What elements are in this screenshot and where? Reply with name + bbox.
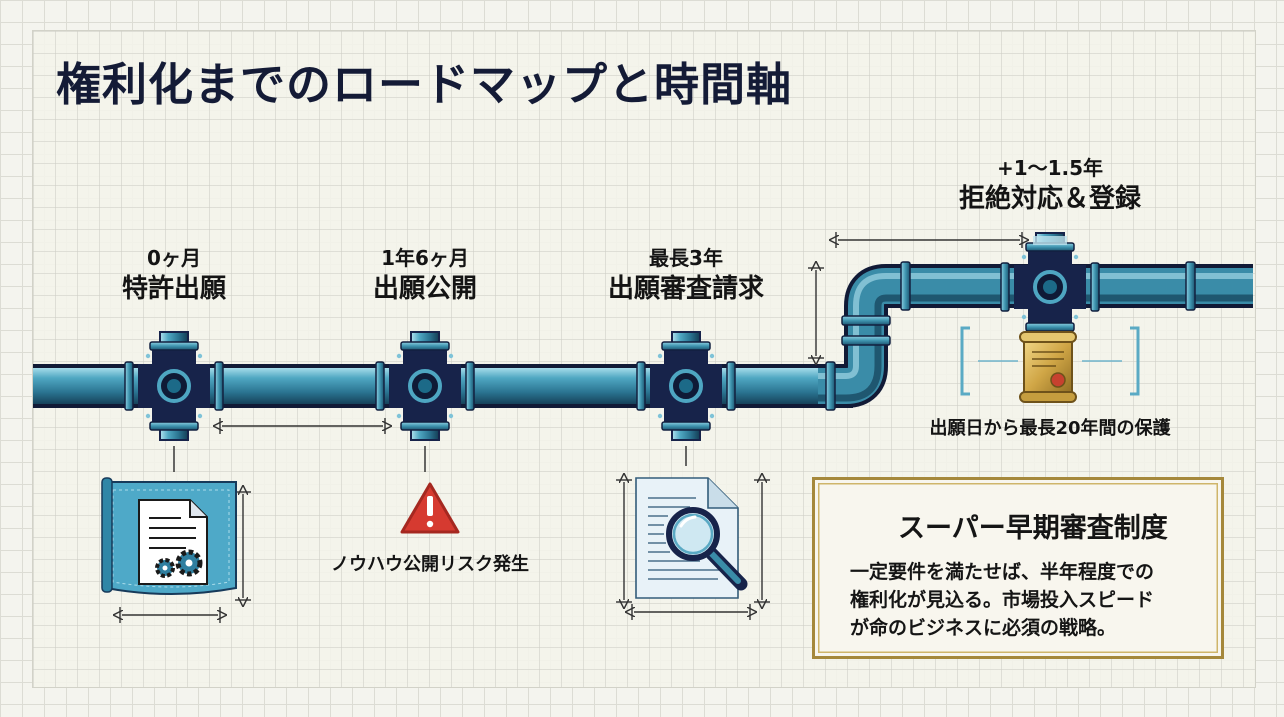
- document-gears-icon: [101, 477, 237, 595]
- milestone-examination-name: 出願審査請求: [607, 274, 764, 304]
- valve-publication: [374, 329, 476, 443]
- milestone-registration-name: 拒絶対応＆登録: [958, 184, 1141, 214]
- warning-icon: [400, 482, 460, 534]
- milestone-publication-time: 1年6ヶ月: [381, 246, 469, 270]
- express-box-line-2: 権利化が見込る。市場投入スピード: [850, 589, 1155, 611]
- milestone-filing: 0ヶ月 特許出願: [94, 244, 254, 306]
- risk-note: ノウハウ公開リスク発生: [331, 554, 529, 575]
- milestone-publication: 1年6ヶ月 出願公開: [345, 244, 505, 306]
- certificate-icon: [1019, 331, 1077, 403]
- protection-bracket: [960, 326, 1140, 396]
- milestone-examination: 最長3年 出願審査請求: [576, 244, 796, 306]
- valve-examination: [635, 329, 737, 443]
- valve-registration: [999, 230, 1101, 344]
- milestone-publication-name: 出願公開: [372, 274, 477, 304]
- milestone-registration: +1〜1.5年 拒絶対応＆登録: [930, 154, 1170, 216]
- leader-lines: [173, 446, 687, 472]
- milestone-filing-time: 0ヶ月: [147, 246, 201, 270]
- milestone-registration-time: +1〜1.5年: [996, 156, 1104, 180]
- express-box-line-3: が命のビジネスに必須の戦略。: [850, 617, 1117, 639]
- pipe-flanges: [825, 261, 1196, 411]
- milestone-filing-name: 特許出願: [121, 274, 226, 304]
- milestone-examination-time: 最長3年: [649, 246, 723, 270]
- express-box-title: スーパー早期審査制度: [898, 513, 1168, 544]
- valve-filing: [123, 329, 225, 443]
- document-magnifier-icon: [635, 477, 748, 599]
- express-examination-box: スーパー早期審査制度 一定要件を満たせば、半年程度での 権利化が見込る。市場投入…: [812, 477, 1224, 659]
- express-box-line-1: 一定要件を満たせば、半年程度での: [850, 561, 1155, 583]
- express-box-body: 一定要件を満たせば、半年程度での 権利化が見込る。市場投入スピード が命のビジネ…: [850, 558, 1154, 642]
- protection-note: 出願日から最長20年間の保護: [929, 418, 1171, 439]
- dimension-arrows: [120, 232, 1022, 623]
- page-title: 権利化までのロードマップと時間軸: [56, 58, 793, 111]
